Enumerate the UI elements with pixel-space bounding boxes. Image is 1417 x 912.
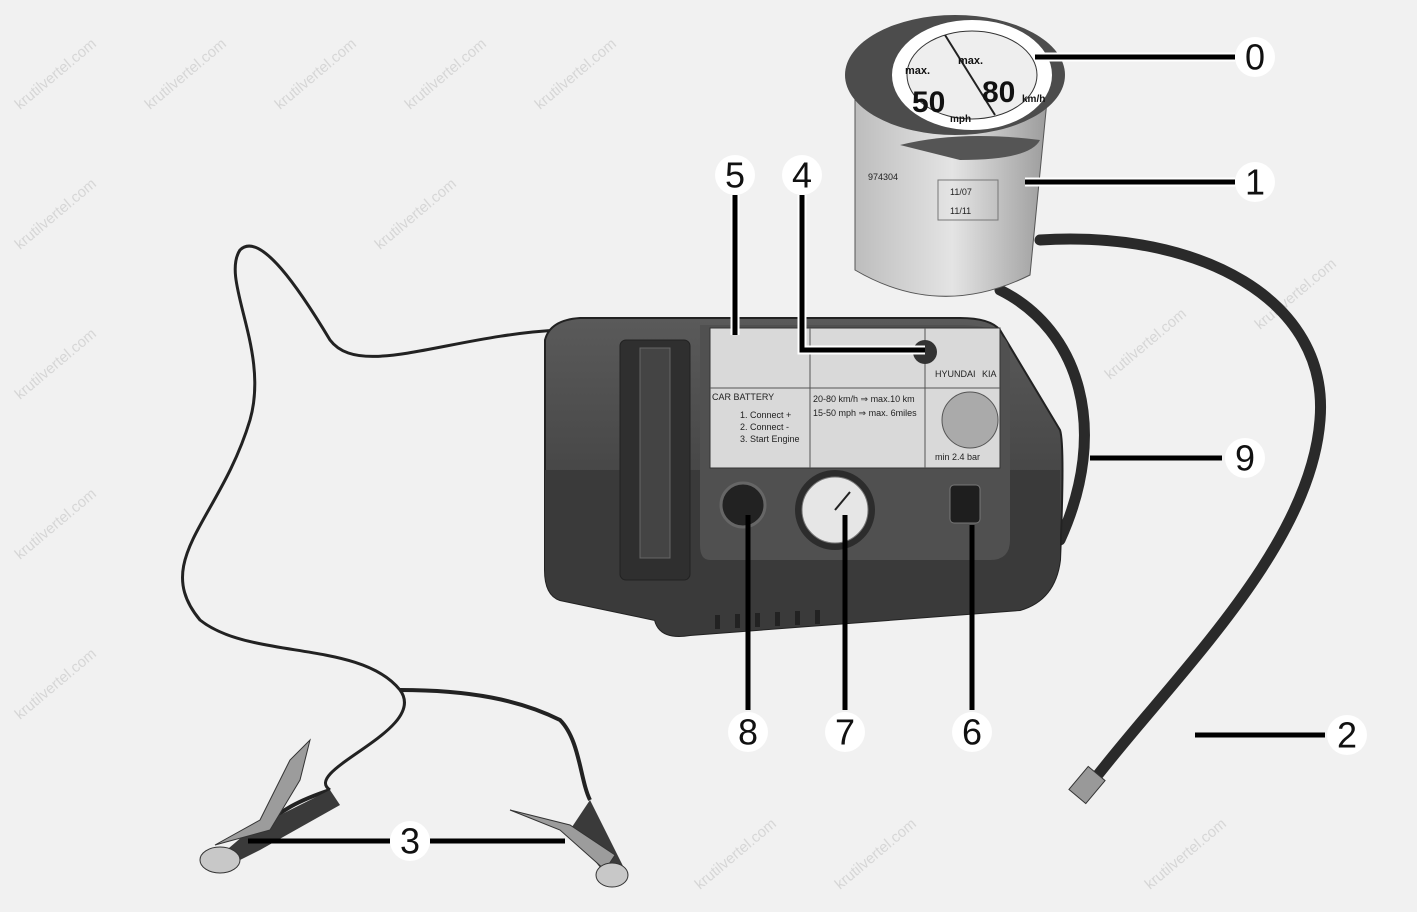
leader-lines xyxy=(248,52,1325,844)
watermark-text: krutilvertel.com xyxy=(12,325,100,403)
battery-clamp-left xyxy=(199,738,340,874)
watermark-text: krutilvertel.com xyxy=(12,645,100,723)
vent-slots xyxy=(715,610,820,629)
callout-1: 1 xyxy=(1245,162,1265,203)
canister-code: 974304 xyxy=(868,172,898,182)
speed-mph-prefix: max. xyxy=(905,65,930,77)
callout-5: 5 xyxy=(725,155,745,196)
watermark-text: krutilvertel.com xyxy=(372,175,460,253)
watermark-text: krutilvertel.com xyxy=(142,35,230,113)
step2-line-1: 1. Connect + xyxy=(740,410,791,420)
callout-9: 9 xyxy=(1235,438,1255,479)
watermark-text: krutilvertel.com xyxy=(402,35,490,113)
sealant-canister: max. 80 km/h max. 50 mph 974304 11/07 11… xyxy=(845,15,1065,297)
power-switch[interactable] xyxy=(949,484,981,524)
callout-2: 2 xyxy=(1337,715,1357,756)
callout-3: 3 xyxy=(400,821,420,862)
canister-date-1: 11/07 xyxy=(950,187,972,197)
air-hose xyxy=(994,233,1326,791)
watermark-text: krutilvertel.com xyxy=(272,35,360,113)
speed-kmh-unit: km/h xyxy=(1022,94,1045,105)
step5-text: min 2.4 bar xyxy=(935,452,980,462)
watermark-text: krutilvertel.com xyxy=(832,815,920,893)
watermark-text: krutilvertel.com xyxy=(12,35,100,113)
watermark-text: krutilvertel.com xyxy=(1102,305,1190,383)
hose-valve-connector xyxy=(1068,765,1106,805)
callout-4: 4 xyxy=(792,155,812,196)
callout-0: 0 xyxy=(1245,37,1265,78)
leader-4 xyxy=(799,195,925,353)
callout-labels: 0 1 2 3 4 5 6 7 8 9 xyxy=(390,37,1367,862)
power-cable xyxy=(181,244,561,792)
pressure-gauge xyxy=(795,470,875,550)
canister-date-2: 11/11 xyxy=(950,206,971,216)
watermark-text: krutilvertel.com xyxy=(1142,815,1230,893)
step4-line-2: 15-50 mph ⇒ max. 6miles xyxy=(813,408,917,418)
battery-clamp-right xyxy=(509,800,629,888)
speed-kmh-value: 80 xyxy=(982,76,1015,109)
step4-line-1: 20-80 km/h ⇒ max.10 km xyxy=(813,394,915,404)
callout-6: 6 xyxy=(962,712,982,753)
speed-mph-value: 50 xyxy=(912,86,945,119)
speed-mph-unit: mph xyxy=(950,114,971,125)
brand-hyundai: HYUNDAI xyxy=(935,369,976,379)
step2-line-2: 2. Connect - xyxy=(740,422,789,432)
watermark-text: krutilvertel.com xyxy=(12,485,100,563)
watermark-text: krutilvertel.com xyxy=(12,175,100,253)
callout-8: 8 xyxy=(738,712,758,753)
power-cable-branch xyxy=(399,688,592,801)
callout-7: 7 xyxy=(835,712,855,753)
step2-title: CAR BATTERY xyxy=(712,392,774,402)
step2-line-3: 3. Start Engine xyxy=(740,434,800,444)
power-socket-button[interactable] xyxy=(719,481,767,529)
watermark-text: krutilvertel.com xyxy=(532,35,620,113)
brand-kia: KIA xyxy=(982,369,997,379)
speed-kmh-prefix: max. xyxy=(958,55,983,67)
watermark-text: krutilvertel.com xyxy=(692,815,780,893)
